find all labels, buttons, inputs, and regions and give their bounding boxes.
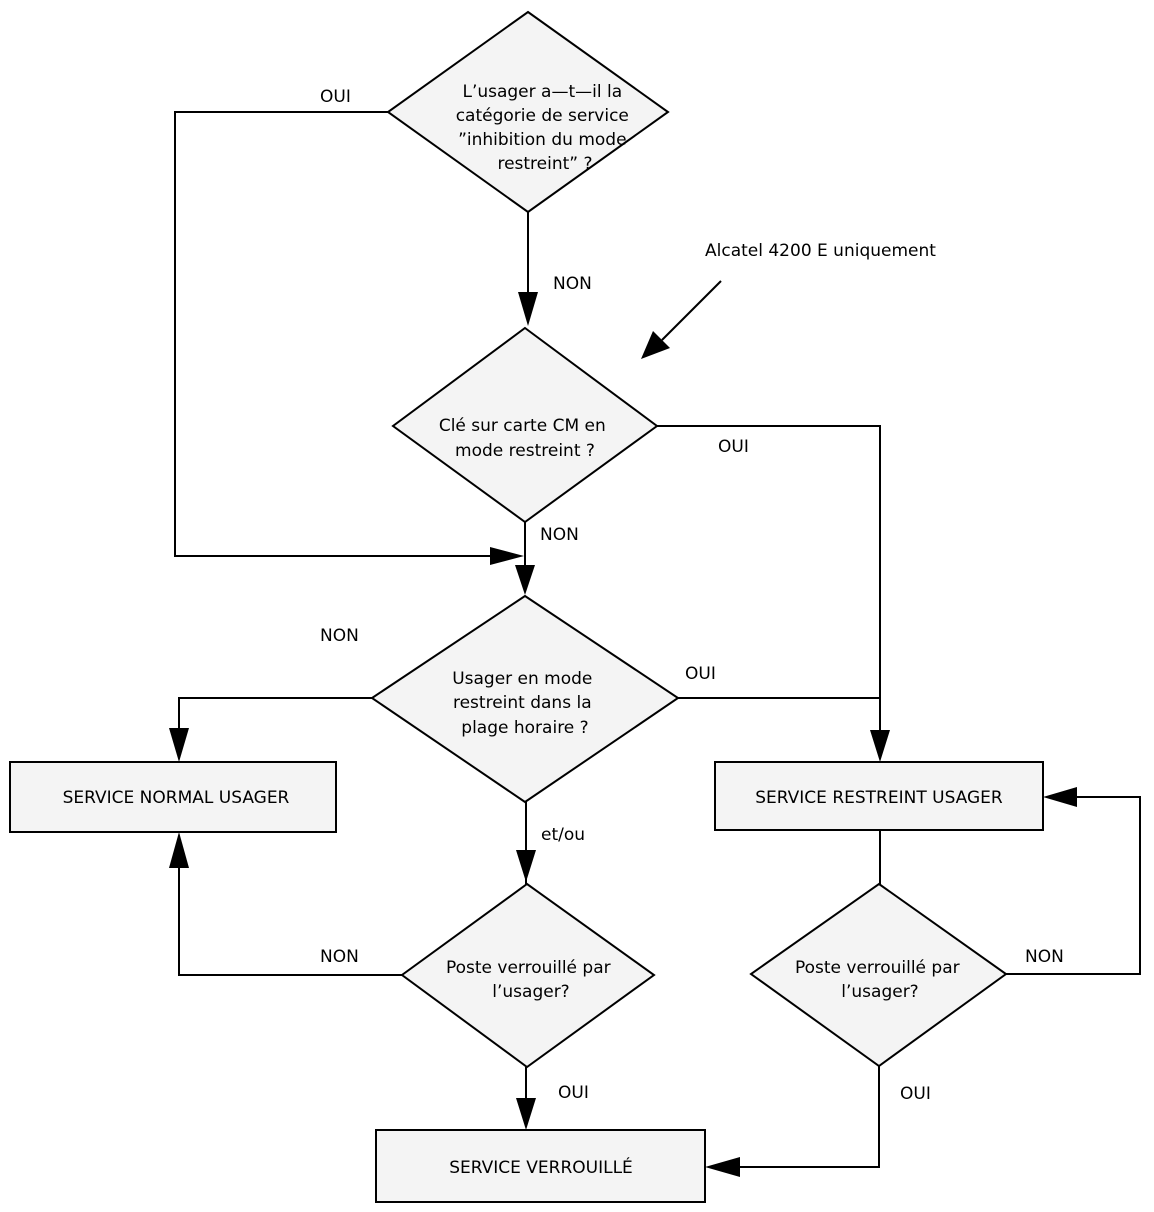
annotation-pointer-line bbox=[661, 280, 722, 341]
arrowhead-to-verrouille-from-d5 bbox=[705, 1157, 740, 1177]
decision-categorie-service bbox=[386, 10, 670, 214]
decision-cle-text: Clé sur carte CM en mode restreint ? bbox=[439, 416, 611, 461]
connector-d4-non bbox=[178, 860, 402, 976]
decision-poste-verrouille-gauche bbox=[400, 882, 656, 1069]
label-oui-cle: OUI bbox=[718, 437, 749, 457]
decision-plage-text: Usager en mode restreint dans la plage h… bbox=[452, 669, 598, 738]
arrowhead-up-to-normal-box bbox=[169, 832, 189, 868]
label-oui-verrou-droite: OUI bbox=[900, 1084, 931, 1104]
connector-d2-oui bbox=[657, 425, 881, 740]
decision-verrou-gauche-line: Poste verrouillé par bbox=[446, 958, 611, 978]
box-service-verrouille-label: SERVICE VERROUILLÉ bbox=[449, 1156, 633, 1178]
annotation-alcatel: Alcatel 4200 E uniquement bbox=[705, 241, 936, 261]
arrowhead-to-d4 bbox=[516, 850, 536, 882]
connector-d5-oui bbox=[735, 1066, 880, 1168]
box-service-verrouille bbox=[375, 1129, 706, 1203]
decision-cle-line: mode restreint ? bbox=[455, 441, 595, 461]
label-non-plage: NON bbox=[320, 626, 359, 646]
label-oui-verrou-gauche: OUI bbox=[558, 1083, 589, 1103]
label-non-cle: NON bbox=[540, 525, 579, 545]
connector-d1-oui-bypass bbox=[174, 111, 505, 557]
decision-poste-verrouille-droite bbox=[749, 882, 1008, 1068]
decision-categorie-line: catégorie de service bbox=[456, 106, 629, 126]
decision-categorie-line: restreint” ? bbox=[497, 154, 592, 174]
annotation-pointer-arrowhead bbox=[641, 331, 670, 359]
connector-d5-non bbox=[1006, 796, 1141, 975]
arrowhead-to-restreint-box bbox=[870, 730, 890, 762]
arrowhead-to-d2 bbox=[518, 292, 538, 326]
connector-d3-non bbox=[178, 697, 372, 738]
decision-verrou-gauche-text: Poste verrouillé par l’usager? bbox=[446, 958, 616, 1002]
decision-cle-line: Clé sur carte CM en bbox=[439, 416, 606, 436]
box-service-normal-label: SERVICE NORMAL USAGER bbox=[63, 788, 290, 808]
decision-categorie-text: L’usager a—t—il la catégorie de service … bbox=[456, 82, 635, 174]
label-et-ou: et/ou bbox=[541, 825, 585, 845]
arrowhead-to-d3 bbox=[515, 565, 535, 595]
decision-verrou-droite-text: Poste verrouillé par l’usager? bbox=[795, 958, 965, 1002]
label-oui-categorie: OUI bbox=[320, 87, 351, 107]
decision-plage-line: plage horaire ? bbox=[461, 718, 588, 738]
arrowhead-to-normal-box bbox=[169, 728, 189, 762]
decision-plage-line: Usager en mode bbox=[452, 669, 592, 689]
connectors bbox=[174, 111, 1141, 1168]
box-service-normal bbox=[9, 761, 337, 833]
decision-cle-carte-cm bbox=[391, 326, 659, 524]
label-oui-plage: OUI bbox=[685, 664, 716, 684]
arrowhead-loop-to-restreint bbox=[1043, 787, 1077, 807]
arrowheads bbox=[169, 292, 1077, 1177]
label-non-categorie: NON bbox=[553, 274, 592, 294]
label-non-verrou-gauche: NON bbox=[320, 947, 359, 967]
decision-verrou-gauche-line: l’usager? bbox=[492, 982, 569, 1002]
decision-plage-horaire bbox=[370, 594, 680, 804]
decision-verrou-droite-line: l’usager? bbox=[841, 982, 918, 1002]
arrowhead-to-verrouille-from-d4 bbox=[516, 1098, 536, 1130]
box-service-restreint bbox=[714, 761, 1044, 831]
box-service-restreint-label: SERVICE RESTREINT USAGER bbox=[755, 788, 1003, 808]
decision-categorie-line: L’usager a—t—il la bbox=[462, 82, 622, 102]
decision-categorie-line: ”inhibition du mode bbox=[458, 130, 626, 150]
decision-verrou-droite-line: Poste verrouillé par bbox=[795, 958, 960, 978]
arrowhead-bypass-junction bbox=[490, 547, 524, 565]
decision-plage-line: restreint dans la bbox=[453, 693, 592, 713]
label-non-verrou-droite: NON bbox=[1025, 947, 1064, 967]
